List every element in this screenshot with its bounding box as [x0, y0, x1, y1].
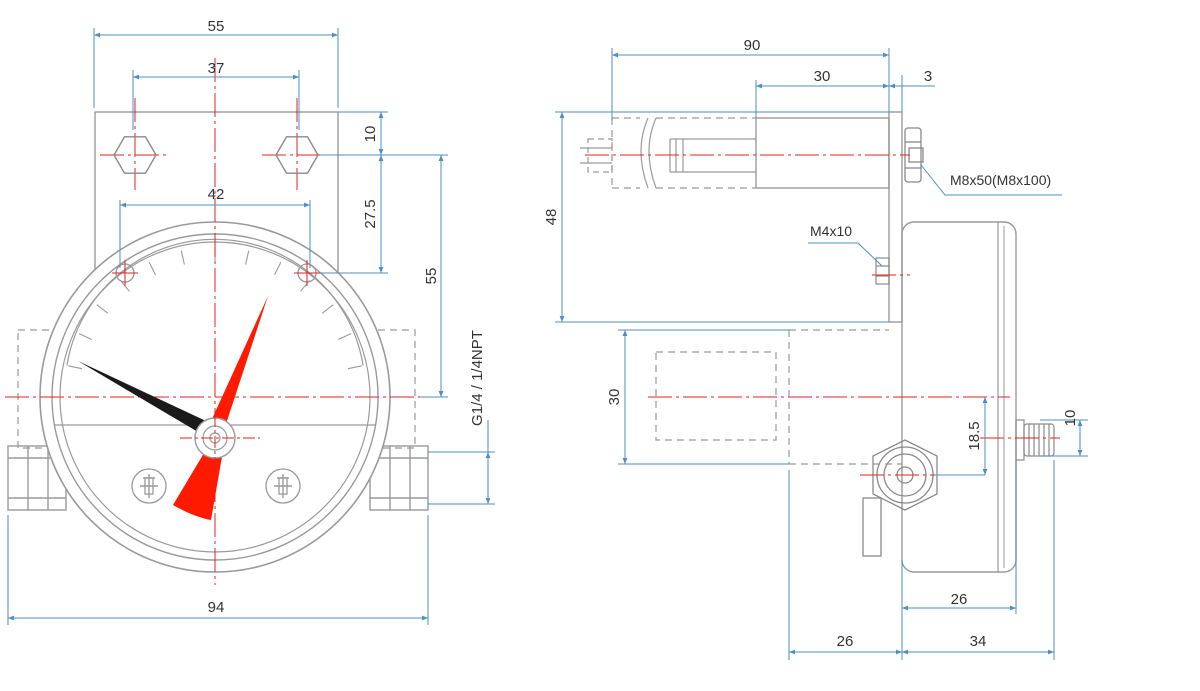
m4-screw	[875, 257, 890, 285]
thread-label: G1/4 / 1/4NPT	[469, 330, 486, 426]
scale-tick	[96, 304, 109, 314]
black-needle	[78, 361, 206, 432]
scale-tick	[180, 250, 185, 265]
red-needle	[207, 296, 268, 433]
scale-tick	[78, 333, 92, 340]
dim-bolt-length: 90	[744, 37, 761, 54]
dim-port-to-case: 26	[837, 633, 854, 650]
bolt-label: M8x50(M8x100)	[950, 172, 1051, 188]
bolt-body	[755, 117, 890, 189]
dim-case-to-adjuster: 26	[951, 591, 968, 608]
dim-overall-width: 94	[208, 599, 225, 616]
dim-adjuster-height: 10	[1062, 410, 1079, 427]
side-view: 90 30 3 48 30 18.5 10 26 26 34 M8x50(M8x…	[543, 37, 1088, 660]
dim-hole-offset-top: 10	[362, 126, 379, 143]
dim-bracket-thickness: 3	[924, 68, 932, 85]
side-dimensions	[555, 48, 1088, 660]
mounting-screw-right	[294, 260, 320, 286]
zero-adjuster	[1015, 419, 1055, 461]
front-view: 55 37 42 10 27.5 55 G1/4 / 1/4NPT 94	[5, 18, 495, 625]
process-connection	[862, 439, 938, 557]
scale-tick	[338, 333, 352, 340]
dim-case-depth: 34	[970, 633, 987, 650]
dim-bracket-height: 48	[543, 209, 560, 226]
scale-tick	[148, 261, 156, 276]
dim-hole-to-port: 55	[423, 268, 440, 285]
dial-screw-left	[131, 468, 167, 504]
dial-screw-right	[265, 468, 301, 504]
dim-hole-to-screw: 27.5	[362, 199, 379, 228]
scale-tick	[274, 261, 282, 276]
scale-tick	[68, 365, 83, 370]
screw-label: M4x10	[810, 223, 852, 239]
dim-port-height: 30	[606, 389, 623, 406]
scale-tick	[245, 250, 250, 265]
dim-bolt-body: 30	[814, 68, 831, 85]
front-center-lines	[5, 58, 430, 585]
front-dimensions	[7, 28, 495, 625]
scale-tick	[321, 304, 334, 314]
dim-screw-spacing: 42	[208, 186, 225, 203]
scale-ticks	[68, 247, 362, 370]
dim-hole-spacing: 37	[208, 60, 225, 77]
bracket-plate	[888, 111, 903, 323]
dim-port-center-height: 18.5	[966, 421, 983, 450]
hex-bolt-left	[113, 136, 157, 174]
scale-tick	[347, 365, 362, 370]
red-needle-tail	[173, 448, 223, 520]
hex-bolt-right	[275, 136, 319, 174]
bolt-rod-hidden	[580, 117, 756, 189]
dim-bracket-width: 55	[208, 18, 225, 35]
mounting-screw-left	[112, 260, 138, 286]
